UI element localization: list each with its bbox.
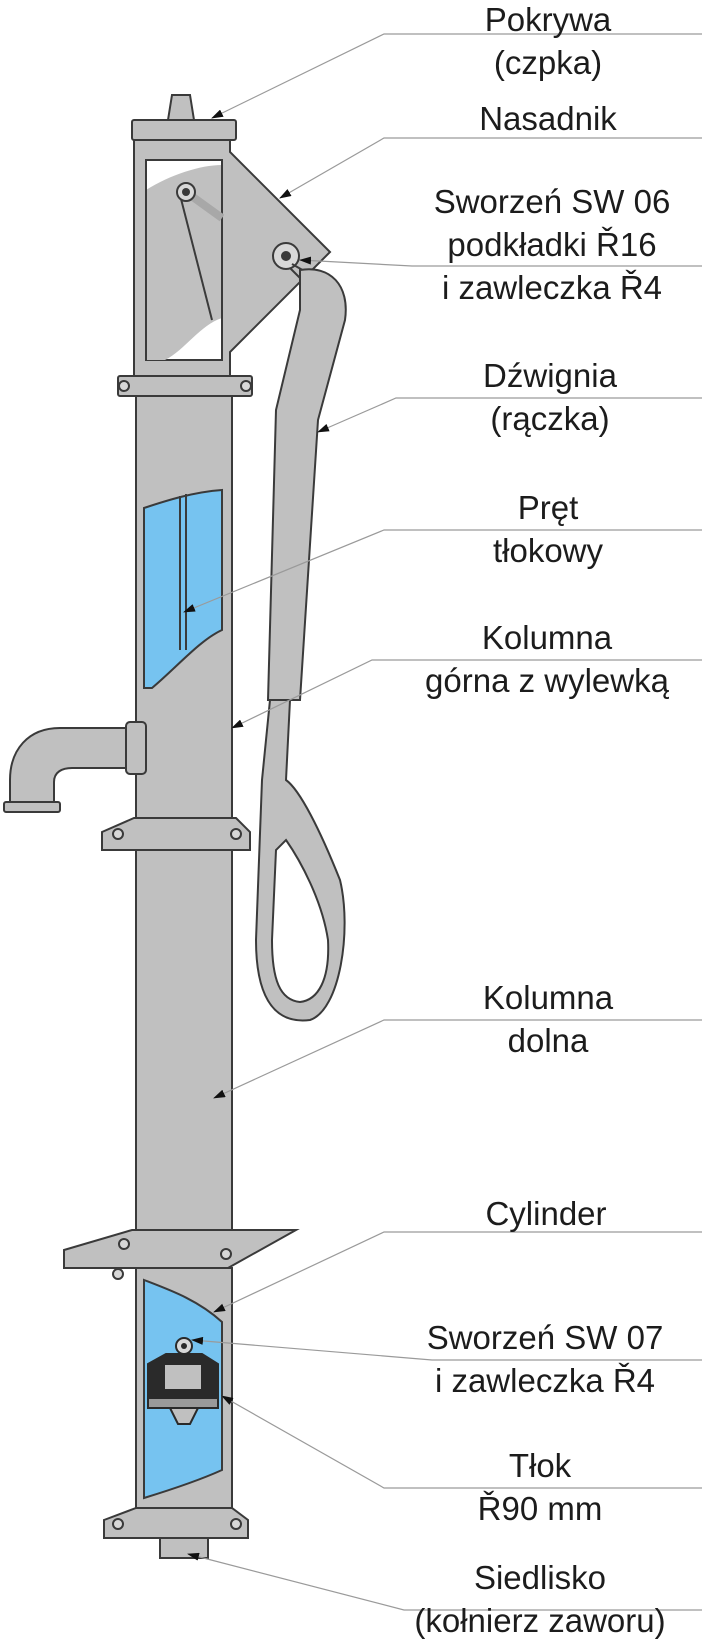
leader-pret xyxy=(183,529,702,613)
label-sworzen-sw07-line-1: Sworzeń SW 07 xyxy=(426,1319,664,1356)
spout-collar xyxy=(125,721,147,775)
label-pret-line-2: tłokowy xyxy=(492,532,604,569)
label-pret-line-1: Pręt xyxy=(517,489,579,526)
label-tlok-line-2: Ř90 mm xyxy=(477,1490,603,1527)
bottom-flange xyxy=(103,1507,249,1539)
upper-water-section xyxy=(143,488,223,689)
leader-siedlisko xyxy=(187,1552,702,1611)
lower-column xyxy=(135,849,233,1241)
label-dzwignia-line-1: Dźwignia xyxy=(483,357,617,394)
leader-tlok xyxy=(221,1395,702,1489)
leader-pokrywa xyxy=(211,33,702,119)
label-sworzen-sw06-line-2: podkładki Ř16 xyxy=(447,226,657,263)
label-sworzen-sw06-line-1: Sworzeń SW 06 xyxy=(433,183,671,220)
label-cylinder: Cylinder xyxy=(485,1192,606,1235)
label-pokrywa-line-1: Pokrywa xyxy=(484,1,612,38)
leader-kolumna-dolna xyxy=(213,1019,702,1099)
label-sworzen-sw06: Sworzeń SW 06 podkładki Ř16 i zawleczka … xyxy=(434,180,671,309)
handle-lever xyxy=(266,268,347,701)
spout xyxy=(9,727,139,807)
piston-valve xyxy=(168,1407,200,1425)
label-sworzen-sw06-line-3: i zawleczka Ř4 xyxy=(441,269,663,306)
label-kolumna-dolna-line-2: dolna xyxy=(507,1022,589,1059)
leader-cylinder xyxy=(213,1231,702,1313)
label-pokrywa-line-2: (czpka) xyxy=(493,44,603,81)
label-sworzen-sw07-line-2: i zawleczka Ř4 xyxy=(434,1362,656,1399)
label-siedlisko-line-2: (kołnierz zaworu) xyxy=(414,1602,666,1639)
label-pokrywa: Pokrywa (czpka) xyxy=(485,0,612,84)
handle-loop xyxy=(270,838,330,1004)
label-kolumna-dolna-line-1: Kolumna xyxy=(482,979,614,1016)
pump-body xyxy=(3,94,347,1559)
piston-rod-upper xyxy=(179,194,213,321)
leader-lines xyxy=(183,33,702,1611)
valve-seat xyxy=(159,1537,209,1559)
label-nasadnik-line-1: Nasadnik xyxy=(479,100,617,137)
label-tlok: Tłok Ř90 mm xyxy=(478,1444,603,1530)
base-plate xyxy=(63,1229,300,1269)
cap xyxy=(166,94,196,121)
leader-sworzen-sw07 xyxy=(191,1336,702,1361)
label-nasadnik: Nasadnik xyxy=(479,97,617,140)
head-window-fill xyxy=(146,165,222,360)
label-pret: Pręt tłokowy xyxy=(493,486,603,572)
piston xyxy=(147,1337,219,1425)
spout-tip xyxy=(3,801,61,813)
leader-sworzen-sw06 xyxy=(299,256,702,267)
label-siedlisko: Siedlisko (kołnierz zaworu) xyxy=(414,1556,665,1642)
piston-core xyxy=(163,1363,203,1391)
leader-kolumna-gorna xyxy=(231,659,702,729)
label-kolumna-dolna: Kolumna dolna xyxy=(483,976,613,1062)
label-cylinder-line-1: Cylinder xyxy=(485,1195,607,1232)
label-kolumna-gorna-line-1: Kolumna xyxy=(481,619,613,656)
middle-flange xyxy=(101,817,251,851)
piston-ring xyxy=(147,1397,219,1409)
upper-flange xyxy=(117,375,253,397)
leader-nasadnik xyxy=(279,137,702,199)
label-sworzen-sw07: Sworzeń SW 07 i zawleczka Ř4 xyxy=(427,1316,664,1402)
label-tlok-line-1: Tłok xyxy=(508,1447,572,1484)
leader-dzwignia xyxy=(317,397,702,433)
label-siedlisko-line-1: Siedlisko xyxy=(473,1559,607,1596)
label-dzwignia: Dźwignia (rączka) xyxy=(483,354,617,440)
label-dzwignia-line-2: (rączka) xyxy=(490,400,610,437)
label-kolumna-gorna: Kolumna górna z wylewką xyxy=(425,616,669,702)
label-kolumna-gorna-line-2: górna z wylewką xyxy=(425,662,669,699)
cap-plate xyxy=(131,119,237,141)
